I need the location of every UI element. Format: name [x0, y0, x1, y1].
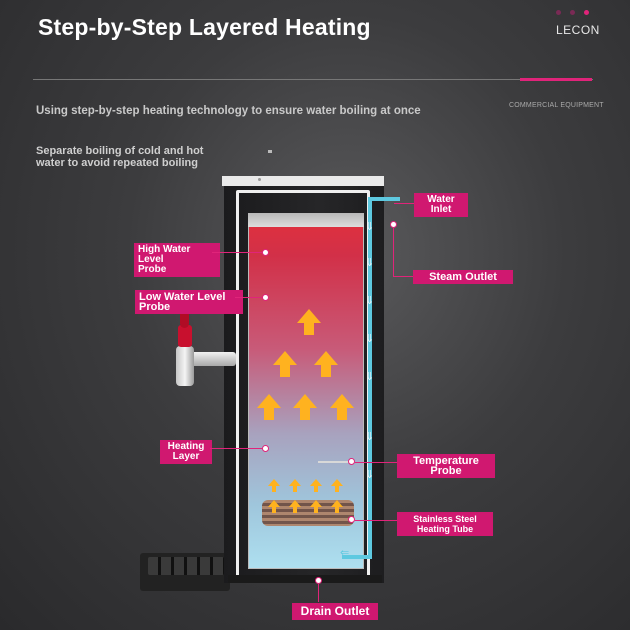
lid-screw [258, 178, 261, 181]
boiler-base [228, 575, 382, 583]
pager-dots [556, 10, 589, 15]
callout-node [348, 458, 355, 465]
callout-node [315, 577, 322, 584]
down-arrow-icon: ⇓ [365, 333, 375, 345]
flame-icon [331, 500, 343, 513]
heat-up-arrow-icon [297, 309, 321, 335]
sparkle-icon [268, 150, 272, 153]
callout-node [262, 249, 269, 256]
flame-icon [331, 479, 343, 492]
flame-icon [310, 479, 322, 492]
drip-tray-grille [148, 557, 224, 575]
callout-node [390, 221, 397, 228]
leader-line [355, 462, 397, 463]
pager-dot [556, 10, 561, 15]
faucet-handle [178, 325, 192, 347]
leader-line [235, 297, 262, 298]
faucet-spout [176, 346, 194, 386]
page-title: Step-by-Step Layered Heating [38, 14, 371, 40]
brand-name: LECON [556, 23, 600, 37]
down-arrow-icon: ⇓ [365, 469, 375, 481]
inlet-tube-bottom [342, 555, 372, 559]
pager-dot-active [584, 10, 589, 15]
inlet-tube [368, 197, 372, 559]
leader-line [318, 584, 319, 602]
flame-icon [268, 479, 280, 492]
flow-left-icon: ⇐ [340, 547, 350, 559]
label-water-inlet: Water Inlet [414, 193, 468, 217]
heat-up-arrow-icon [330, 394, 354, 420]
heat-up-arrow-icon [293, 394, 317, 420]
label-heating-tube: Stainless Steel Heating Tube [397, 512, 493, 536]
leader-line [394, 203, 414, 204]
leader-line [393, 276, 413, 277]
flame-icon [310, 500, 322, 513]
label-heating-layer: Heating Layer [160, 440, 212, 464]
callout-node [262, 294, 269, 301]
label-low-water-probe: Low Water Level Probe [135, 290, 243, 314]
down-arrow-icon: ⇓ [365, 221, 375, 233]
tank-top-plate [248, 213, 364, 227]
down-arrow-icon: ⇓ [365, 295, 375, 307]
feature-note: Separate boiling of cold and hot water t… [36, 145, 204, 169]
inlet-pipe [368, 197, 400, 201]
down-arrow-icon: ⇓ [365, 257, 375, 269]
label-drain-outlet: Drain Outlet [292, 603, 378, 620]
heat-up-arrow-icon [273, 351, 297, 377]
down-arrow-icon: ⇓ [365, 371, 375, 383]
faucet-knob [180, 310, 189, 328]
callout-node [348, 516, 355, 523]
label-steam-outlet: Steam Outlet [413, 270, 513, 284]
leader-line [212, 252, 262, 253]
flame-icon [289, 500, 301, 513]
tagline: COMMERCIAL EQUIPMENT [509, 102, 604, 109]
leader-line [393, 228, 394, 276]
subtitle: Using step-by-step heating technology to… [36, 105, 421, 117]
down-arrow-icon: ⇓ [365, 431, 375, 443]
temperature-probe-rod [318, 461, 354, 463]
boiler-lid [222, 176, 384, 186]
heat-up-arrow-icon [314, 351, 338, 377]
label-temperature-probe: Temperature Probe [397, 454, 495, 478]
label-high-water-probe: High Water Level Probe [134, 243, 220, 277]
callout-node [262, 445, 269, 452]
leader-line [355, 520, 397, 521]
pager-dot [570, 10, 575, 15]
header-divider-accent [520, 78, 592, 81]
header-divider [33, 79, 593, 80]
flame-icon [289, 479, 301, 492]
faucet-pipe [190, 352, 236, 366]
flame-icon [268, 500, 280, 513]
heat-up-arrow-icon [257, 394, 281, 420]
leader-line [210, 448, 262, 449]
